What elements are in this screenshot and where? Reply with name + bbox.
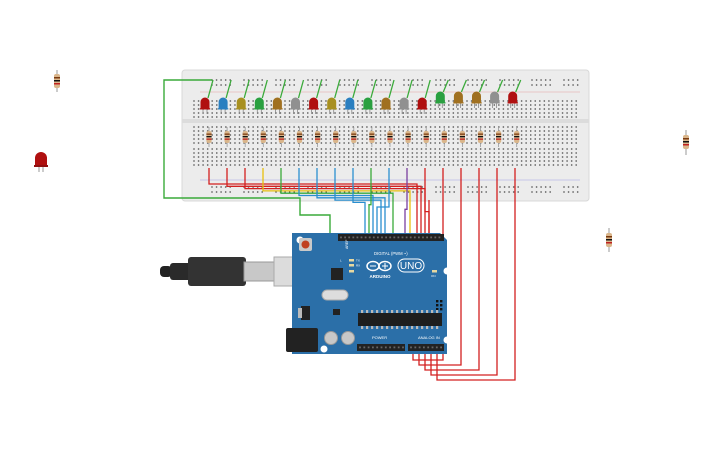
resistor xyxy=(260,127,266,147)
wire-digital[interactable] xyxy=(226,168,422,236)
breadboard[interactable] xyxy=(181,69,590,202)
led xyxy=(435,91,446,108)
icsp-header xyxy=(436,300,443,311)
resistor xyxy=(496,127,502,147)
wire-digital[interactable] xyxy=(262,168,411,236)
resistor xyxy=(423,127,429,147)
wire-analog[interactable] xyxy=(424,168,480,371)
l-label: L xyxy=(340,259,342,263)
led xyxy=(308,97,319,114)
resistor xyxy=(351,127,357,147)
led xyxy=(290,97,301,114)
arduino-logo-icon xyxy=(366,260,392,272)
wire-digital[interactable] xyxy=(352,168,366,236)
wire-analog[interactable] xyxy=(430,168,498,376)
wire-digital[interactable] xyxy=(280,168,394,236)
led xyxy=(254,97,265,114)
led xyxy=(471,91,482,108)
power-jack[interactable] xyxy=(286,328,318,352)
wires[interactable] xyxy=(163,79,331,236)
resistor xyxy=(333,127,339,147)
wire-digital[interactable] xyxy=(404,168,408,236)
bottom-pins xyxy=(359,346,442,349)
reset-button-icon[interactable] xyxy=(299,238,312,251)
rx-label: RX xyxy=(356,264,360,268)
led-wires xyxy=(207,79,522,99)
led-row[interactable] xyxy=(199,91,518,115)
resistor xyxy=(206,127,212,147)
led xyxy=(453,91,464,108)
led xyxy=(199,97,211,114)
brand-label: ARDUINO xyxy=(370,274,391,279)
led xyxy=(272,97,283,114)
chip-icon xyxy=(358,310,442,329)
power-label: POWER xyxy=(372,335,387,340)
wire-digital[interactable] xyxy=(334,168,382,236)
digital-label: DIGITAL (PWM ~) xyxy=(374,251,408,256)
wire-digital[interactable] xyxy=(298,168,374,236)
loose-resistor-1[interactable] xyxy=(54,70,60,92)
wire-analog[interactable] xyxy=(418,168,462,366)
resistor xyxy=(278,127,284,147)
resistor xyxy=(477,127,484,147)
on-label: ON xyxy=(431,274,436,278)
wire-ground-loop[interactable] xyxy=(163,79,331,236)
loose-resistor-3[interactable] xyxy=(606,228,612,252)
analog-header[interactable] xyxy=(408,344,444,351)
resistor xyxy=(514,127,520,147)
resistor xyxy=(242,127,248,147)
resistor xyxy=(387,127,393,147)
model-label: UNO xyxy=(400,261,422,272)
usb-chip xyxy=(331,268,343,280)
analog-label: ANALOG IN xyxy=(418,335,440,340)
resistor-wires xyxy=(208,168,430,236)
led xyxy=(217,97,229,114)
led xyxy=(344,97,355,114)
crystal xyxy=(321,289,349,301)
led xyxy=(398,97,410,114)
resistor xyxy=(459,127,465,147)
resistor xyxy=(315,127,321,147)
loose-resistor-2[interactable] xyxy=(683,130,689,155)
resistor xyxy=(369,127,375,147)
led xyxy=(417,97,428,114)
led xyxy=(489,91,500,108)
resistor xyxy=(441,127,447,147)
wire-digital[interactable] xyxy=(376,168,390,236)
wire-analog[interactable] xyxy=(436,168,516,381)
wire-digital[interactable] xyxy=(208,168,418,236)
led xyxy=(236,97,247,114)
tx-label: TX xyxy=(356,259,360,263)
aref-label: AREF xyxy=(345,240,349,249)
led xyxy=(380,97,392,114)
resistor xyxy=(296,127,303,147)
wire-digital[interactable] xyxy=(316,168,386,236)
loose-led[interactable] xyxy=(34,152,48,172)
led xyxy=(507,91,518,108)
resistor-row[interactable] xyxy=(206,127,520,147)
arduino-board[interactable]: DIGITAL (PWM ~) AREF UNO ARDUINO TX RX L… xyxy=(286,233,451,354)
led xyxy=(362,97,374,114)
resistor xyxy=(405,127,411,147)
wire-digital[interactable] xyxy=(368,168,372,236)
led xyxy=(326,97,337,114)
resistor xyxy=(224,127,230,147)
digital-pins xyxy=(340,236,441,239)
